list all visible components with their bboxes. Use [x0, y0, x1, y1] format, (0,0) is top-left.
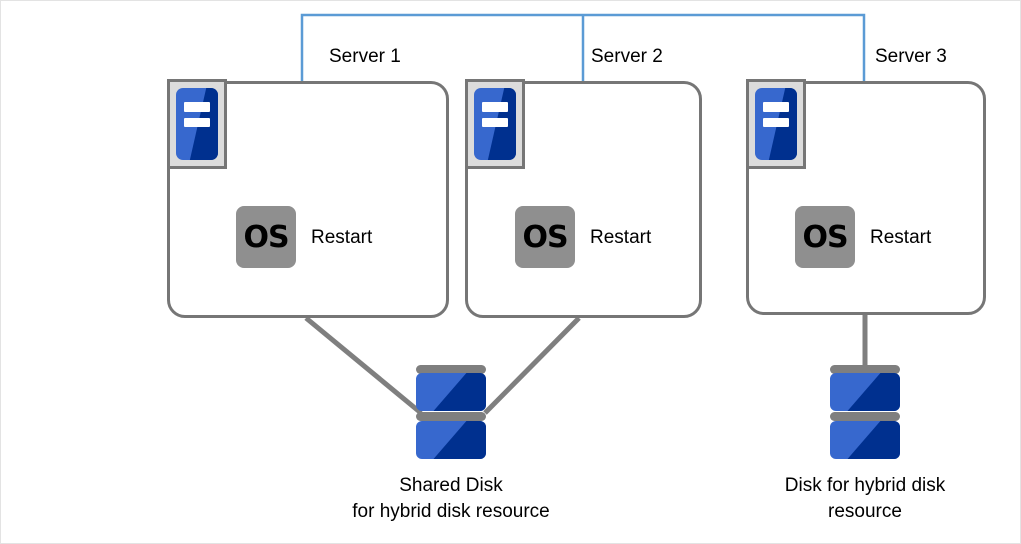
disk-platter-upper — [830, 373, 900, 411]
shared-disk-icon — [416, 365, 486, 461]
os-badge-3: OS — [795, 206, 855, 268]
server-icon-slot-1 — [481, 102, 509, 112]
os-badge-2: OS — [515, 206, 575, 268]
server-label-3: Server 3 — [875, 46, 947, 67]
server-icon-body — [755, 88, 797, 160]
server-icon-slot-2 — [481, 117, 509, 127]
server-icon — [465, 79, 525, 169]
shared-disk-caption-line-1: Shared Disk — [399, 475, 503, 496]
server-icon-slot-2 — [183, 117, 211, 127]
server-label-1: Server 1 — [329, 46, 401, 67]
server-icon-slot-1 — [762, 102, 790, 112]
shared-disk-caption-line-2: for hybrid disk resource — [352, 501, 550, 522]
disk-platter-upper — [416, 373, 486, 411]
disk-platter-shading — [847, 421, 900, 459]
disk-platter-divider-top — [830, 365, 900, 374]
restart-label-1: Restart — [311, 227, 373, 248]
restart-label-3: Restart — [870, 227, 932, 248]
disk-platter-shading — [433, 373, 486, 411]
disk-platter-divider-top — [416, 365, 486, 374]
server3-disk-icon — [830, 365, 900, 461]
server-icon-slot-1 — [183, 102, 211, 112]
server-icon-body — [474, 88, 516, 160]
os-badge-1: OS — [236, 206, 296, 268]
disk-platter-divider-middle — [830, 412, 900, 421]
server3-disk-caption-line-1: Disk for hybrid disk — [784, 475, 946, 496]
server-icon — [746, 79, 806, 169]
server-icon-slot-2 — [762, 117, 790, 127]
disk-platter-lower — [416, 421, 486, 459]
shared-disk-caption: Shared Disk for hybrid disk resource — [301, 473, 601, 525]
server3-disk-caption-line-2: resource — [828, 501, 902, 522]
disk-platter-divider-middle — [416, 412, 486, 421]
server-label-2: Server 2 — [591, 46, 663, 67]
server3-disk-caption: Disk for hybrid disk resource — [715, 473, 1015, 525]
server-icon-body — [176, 88, 218, 160]
network-bus-lines — [300, 13, 866, 81]
disk-platter-shading — [847, 373, 900, 411]
restart-label-2: Restart — [590, 227, 652, 248]
disk-connector-lines — [304, 315, 868, 415]
server-icon — [167, 79, 227, 169]
disk-platter-shading — [433, 421, 486, 459]
disk-platter-lower — [830, 421, 900, 459]
